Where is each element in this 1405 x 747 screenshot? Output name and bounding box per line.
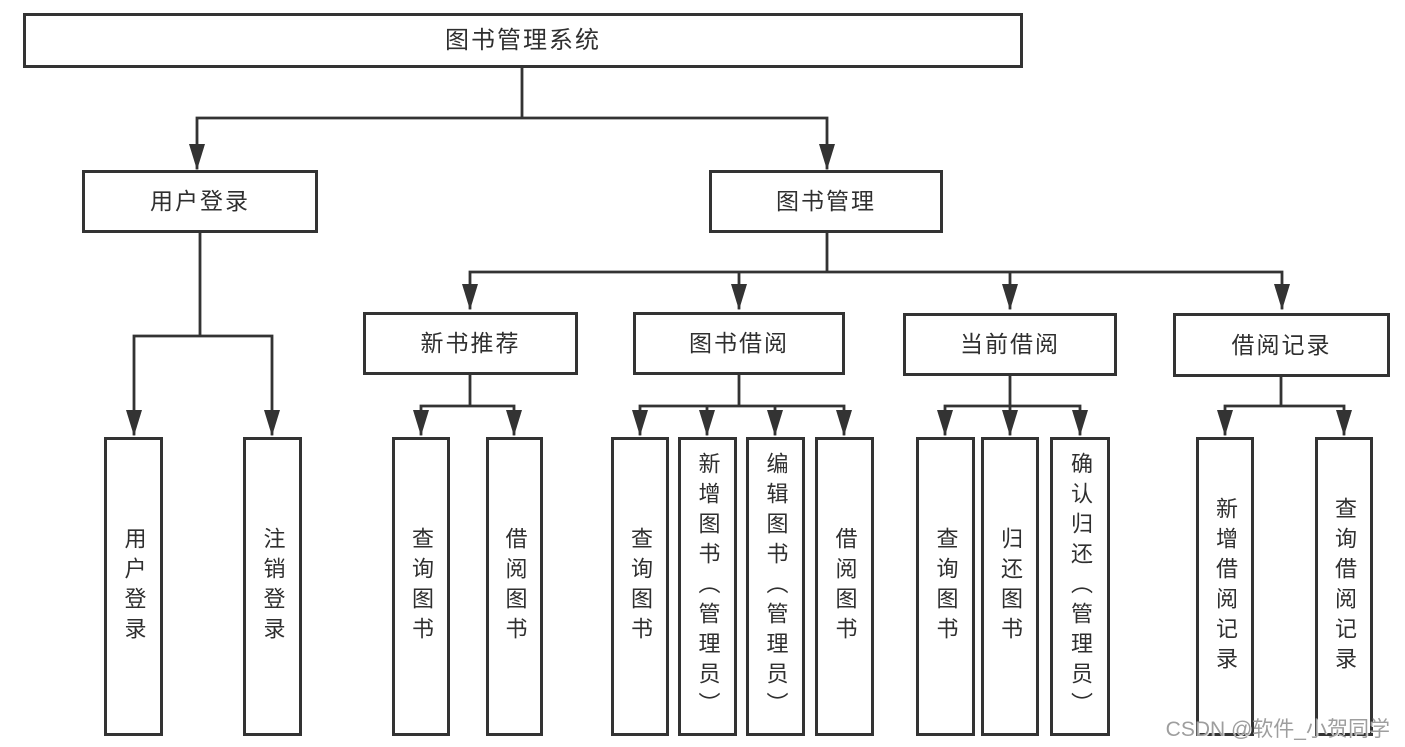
arrowhead-icon — [1002, 284, 1018, 310]
arrowhead-icon — [767, 410, 783, 436]
arrowhead-icon — [462, 284, 478, 310]
arrowhead-icon — [1217, 410, 1233, 436]
arrowhead-icon — [1002, 410, 1018, 436]
arrowhead-icon — [1336, 410, 1352, 436]
node-leaf-confirm-return-admin: 确认归还（管理员） — [1050, 437, 1110, 736]
arrowhead-icon — [699, 410, 715, 436]
node-library-system: 图书管理系统 — [23, 13, 1023, 68]
edge-borrowing-records-to-leaves — [1223, 373, 1346, 436]
edge-new-book-recommend-to-leaves — [419, 371, 516, 436]
arrowhead-icon — [189, 144, 205, 170]
edge-root-to-level2 — [195, 64, 829, 170]
arrowhead-icon — [937, 410, 953, 436]
arrowhead-icon — [632, 410, 648, 436]
arrowhead-icon — [126, 410, 142, 436]
node-leaf-query-book-recommend: 查询图书 — [392, 437, 450, 736]
node-leaf-return-book: 归还图书 — [981, 437, 1039, 736]
arrowhead-icon — [819, 144, 835, 170]
arrowhead-icon — [731, 284, 747, 310]
node-book-borrowing: 图书借阅 — [633, 312, 845, 375]
arrowhead-icon — [506, 410, 522, 436]
edge-book-management-to-level3 — [468, 229, 1284, 310]
node-leaf-edit-book-admin: 编辑图书（管理员） — [746, 437, 805, 736]
node-leaf-borrow-book: 借阅图书 — [815, 437, 874, 736]
node-leaf-query-borrow-record: 查询借阅记录 — [1315, 437, 1373, 736]
node-leaf-add-borrow-record: 新增借阅记录 — [1196, 437, 1254, 736]
node-book-management: 图书管理 — [709, 170, 943, 233]
node-leaf-user-login: 用户登录 — [104, 437, 163, 736]
node-borrowing-records: 借阅记录 — [1173, 313, 1390, 377]
edge-user-login-to-leaves — [132, 229, 274, 436]
arrowhead-icon — [1274, 284, 1290, 310]
arrowhead-icon — [1072, 410, 1088, 436]
arrowhead-icon — [836, 410, 852, 436]
node-leaf-logout: 注销登录 — [243, 437, 302, 736]
node-leaf-query-book-current: 查询图书 — [916, 437, 975, 736]
edge-book-borrowing-to-leaves — [638, 371, 846, 436]
node-leaf-query-book-borrowing: 查询图书 — [611, 437, 669, 736]
node-user-login: 用户登录 — [82, 170, 318, 233]
arrowhead-icon — [264, 410, 280, 436]
arrowhead-icon — [413, 410, 429, 436]
arrowheads — [126, 144, 1352, 436]
node-current-borrowing: 当前借阅 — [903, 313, 1117, 376]
node-leaf-borrow-book-recommend: 借阅图书 — [486, 437, 543, 736]
csdn-watermark: CSDN @软件_小贺同学 — [1165, 718, 1390, 741]
node-leaf-add-book-admin: 新增图书（管理员） — [678, 437, 737, 736]
node-new-book-recommend: 新书推荐 — [363, 312, 578, 375]
